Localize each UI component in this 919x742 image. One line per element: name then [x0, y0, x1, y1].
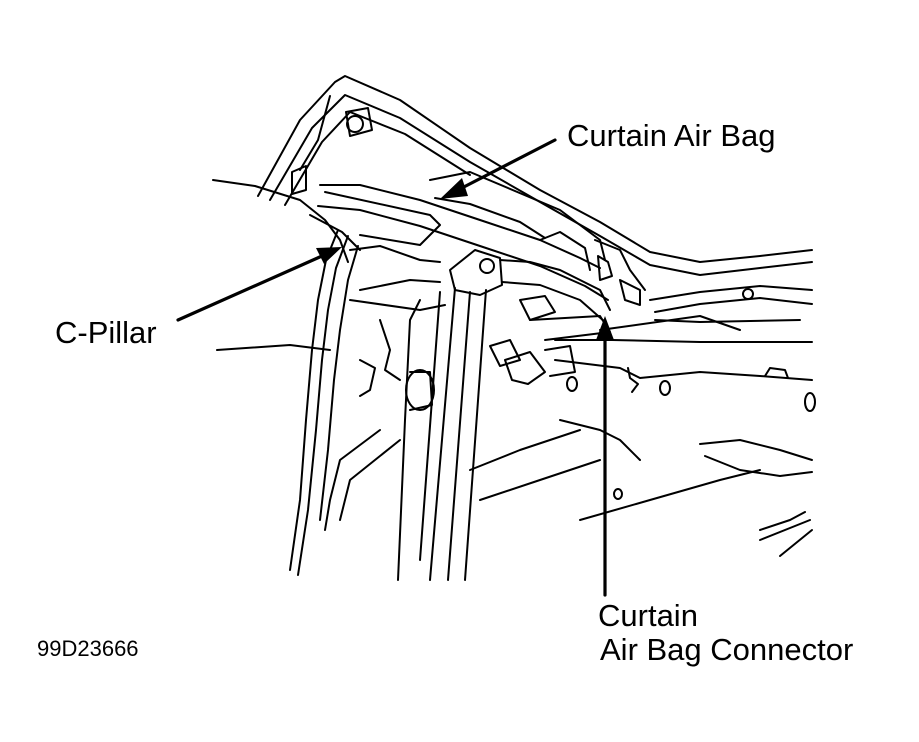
interior-body-panel: [324, 245, 816, 531]
curtain-air-bag-arrowhead: [440, 178, 468, 199]
figure-code: 99D23666: [37, 636, 139, 661]
c-pillar-arrowhead: [316, 247, 342, 264]
connector-arrowhead: [596, 316, 614, 340]
connector-label-line-1: Curtain: [598, 598, 698, 633]
callout-arrows: [176, 138, 614, 597]
curtain-air-bag-arrow: [456, 138, 557, 192]
curtain-air-bag-label: Curtain Air Bag: [567, 118, 776, 153]
seat-belt-assembly: [397, 249, 611, 581]
c-pillar-label: C-Pillar: [55, 315, 157, 350]
roof-rail-panel: [257, 75, 813, 276]
floor-panel: [469, 419, 813, 557]
c-pillar-trim: [212, 179, 361, 576]
connector-label-line-2: Air Bag Connector: [600, 632, 854, 667]
curtain-air-bag-module: [317, 171, 813, 323]
c-pillar-arrow: [176, 254, 324, 322]
